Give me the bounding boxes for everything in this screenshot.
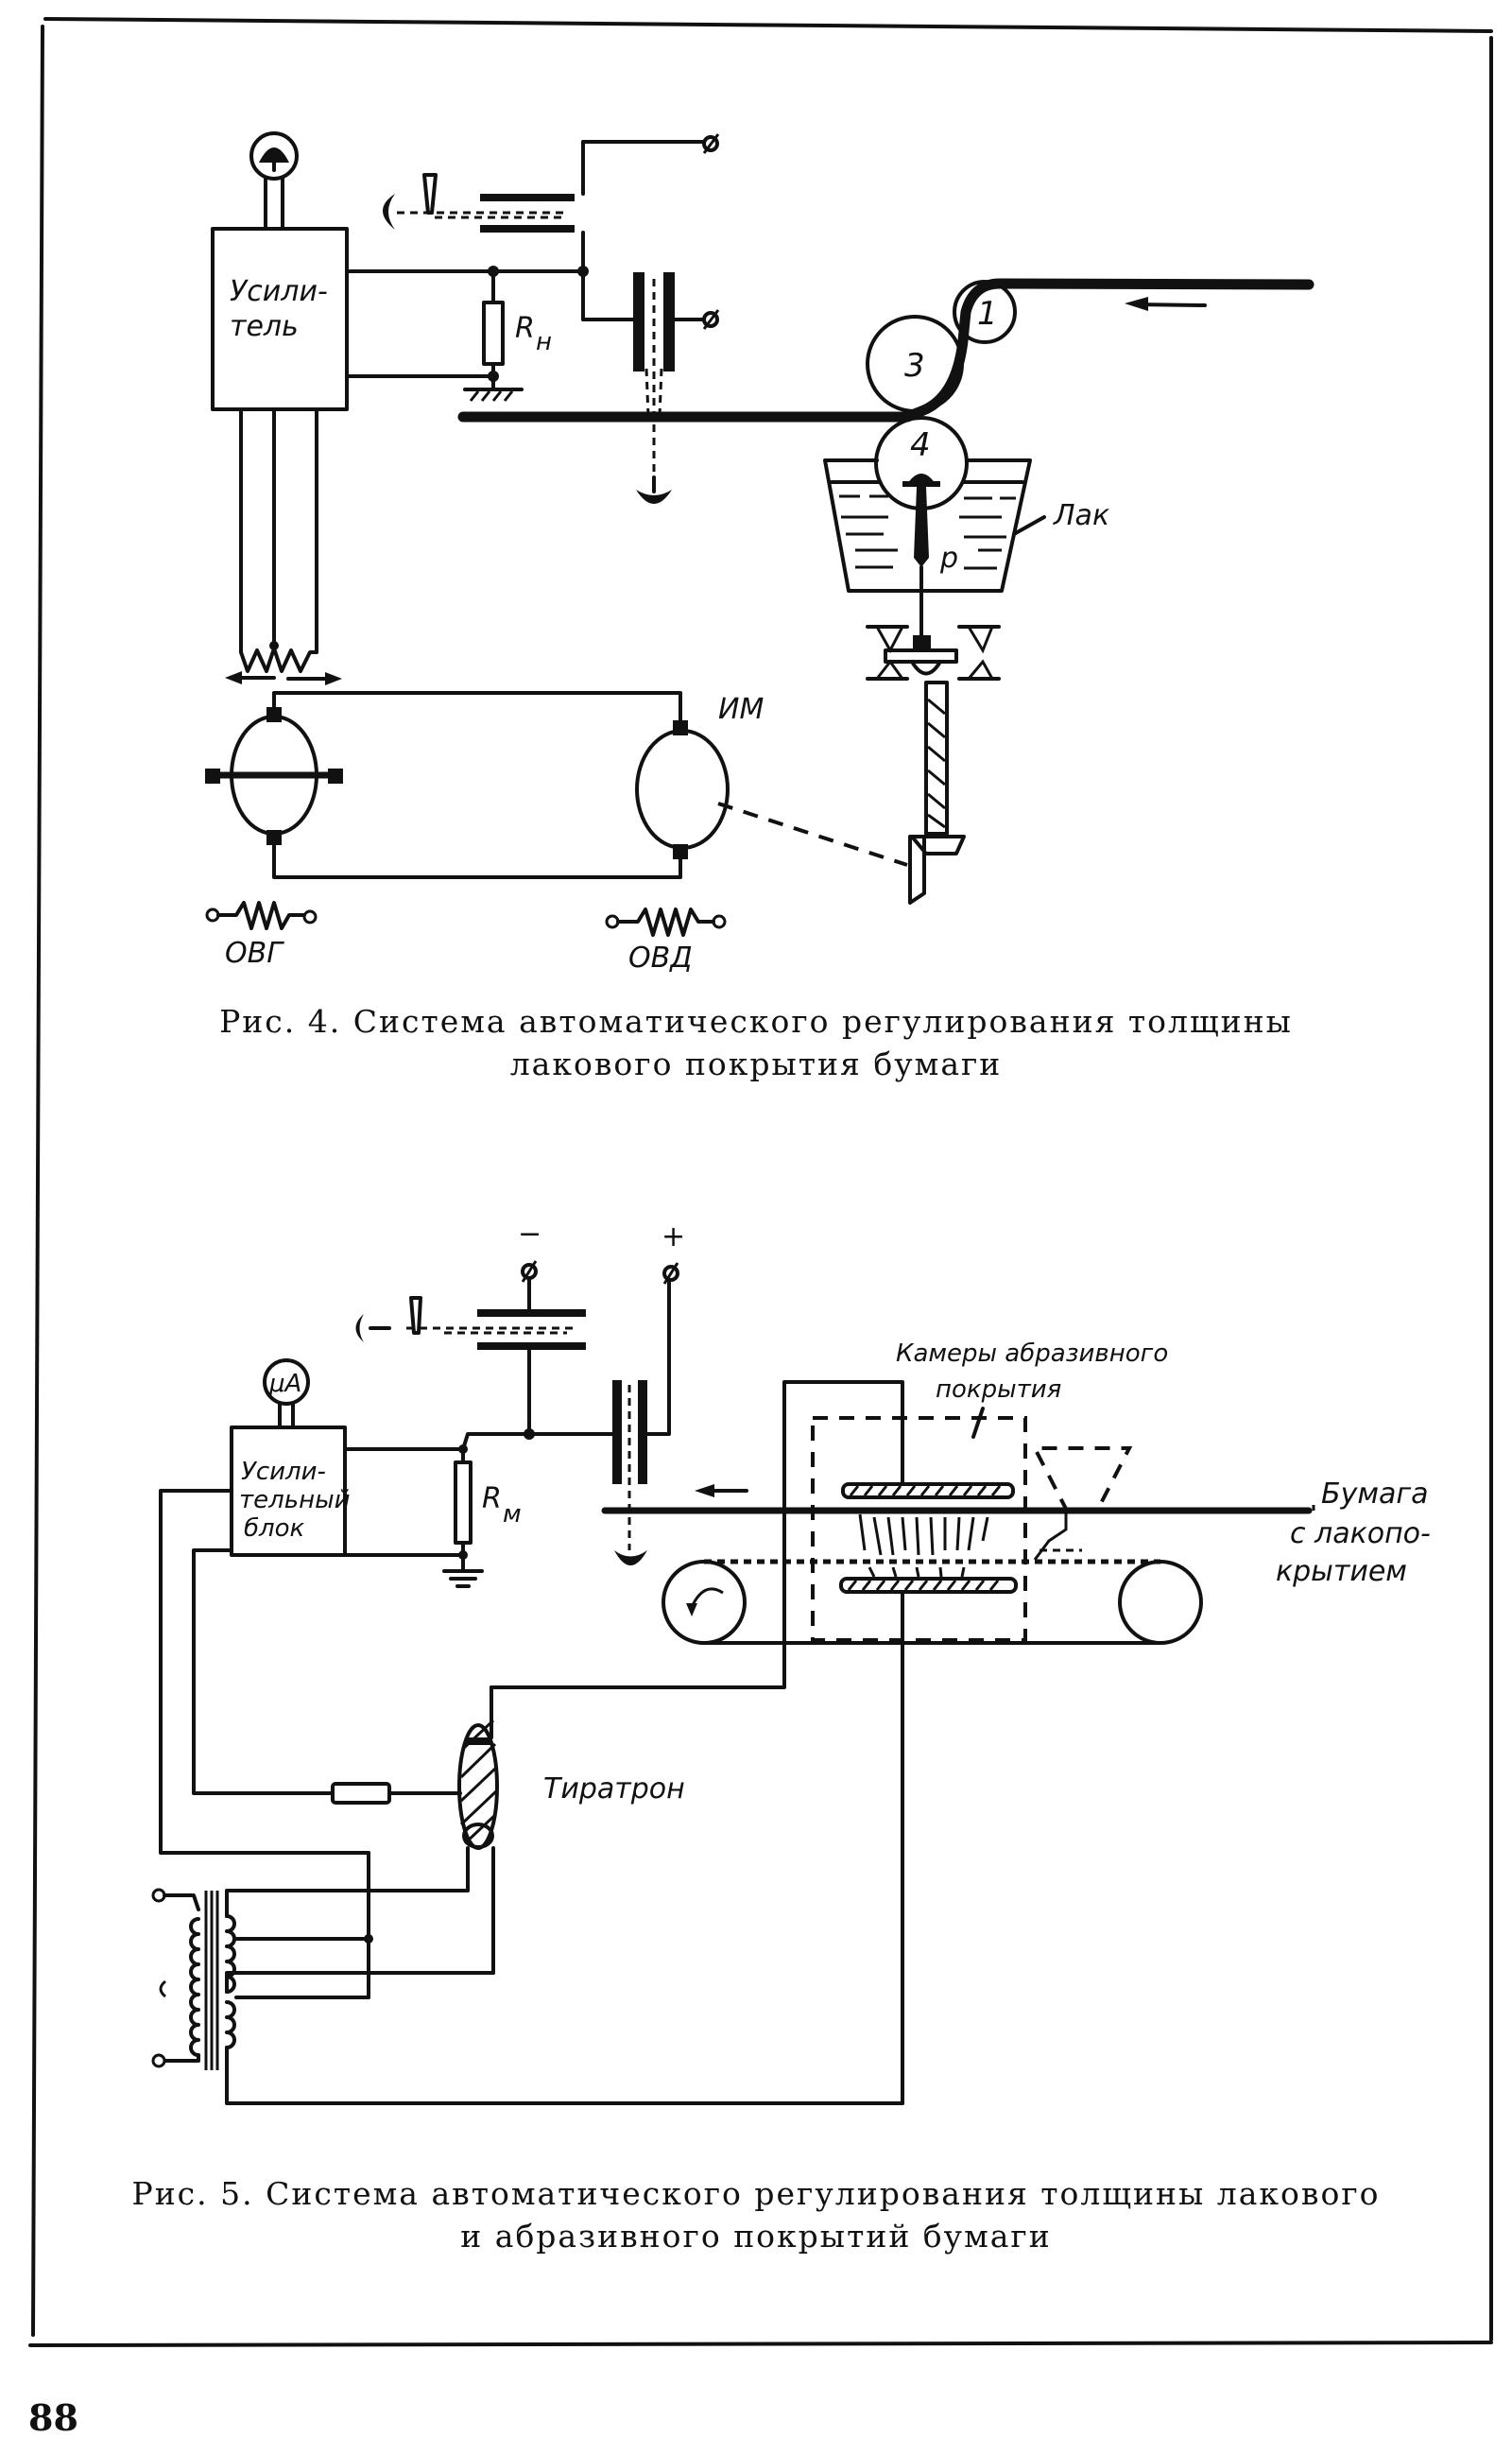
chamber-label-1: Камеры абразивного — [896, 1339, 1168, 1368]
screw-mechanism — [866, 625, 1001, 905]
electrode-lower — [839, 1577, 1018, 1594]
field-winding-ovd — [605, 907, 727, 937]
figure-5-caption-line-2: и абразивного покрытий бумаги — [460, 2218, 1052, 2255]
svg-text:μA: μA — [268, 1370, 301, 1398]
roller-3-label: 3 — [904, 347, 925, 385]
lacquer-label: Лак — [1053, 499, 1109, 532]
amplifier-label-1: Усили- — [230, 275, 328, 308]
lacquer-tank — [823, 458, 1032, 593]
figure-5-diagram: − + μA Усили- — [151, 1218, 1431, 2105]
potentiometer — [225, 407, 342, 685]
ionization-chamber-reference — [406, 1276, 586, 1436]
amplifier-label-3: блок — [244, 1514, 305, 1543]
terminal-icon — [702, 309, 720, 330]
amplifier-box — [211, 227, 349, 411]
wire — [782, 1380, 904, 1685]
page-frame — [28, 17, 1493, 2347]
thyratron-label: Тиратрон — [543, 1772, 685, 1806]
thyratron — [457, 1685, 499, 1975]
paper-web — [902, 278, 1314, 423]
figure-4-caption-line-2: лакового покрытия бумаги — [509, 1046, 1003, 1082]
shutter-icon — [422, 173, 438, 215]
microammeter-icon: μA — [263, 1358, 310, 1429]
coated-label-1: с лакопо- — [1290, 1517, 1431, 1550]
paper-label: Бумага — [1321, 1478, 1429, 1511]
figure-5-caption-line-1: Рис. 5. Система автоматического регулиро… — [131, 2175, 1381, 2212]
radiation-source-icon — [383, 194, 395, 230]
resistor-subscript: м — [503, 1500, 522, 1529]
coated-label-2: крытием — [1276, 1555, 1407, 1588]
meter-icon — [249, 131, 299, 231]
wire — [272, 691, 682, 722]
chamber-label-2: покрытия — [936, 1375, 1061, 1404]
plus-label: + — [662, 1220, 685, 1253]
abrasive-particles — [858, 1513, 989, 1578]
amplifier-label-2: тельный — [239, 1486, 351, 1514]
roller-1 — [953, 280, 1017, 344]
radiation-source-icon — [614, 1550, 647, 1565]
wire — [272, 843, 682, 879]
terminal-icon — [702, 133, 720, 154]
hopper — [1031, 1446, 1133, 1513]
pressure-label: р — [939, 542, 958, 575]
figure-4-caption-line-1: Рис. 4. Система автоматического регулиро… — [219, 1003, 1293, 1040]
ground-icon — [463, 388, 524, 402]
ground-icon — [442, 1569, 484, 1588]
wire — [192, 1548, 335, 1795]
roller-3 — [866, 315, 964, 413]
resistor-label: R — [482, 1482, 502, 1515]
transformer — [151, 1851, 904, 2105]
field-winding-ovg — [205, 901, 318, 930]
ac-symbol-icon — [159, 1979, 166, 1998]
figure-4-diagram: Усили- тель R н — [205, 131, 1314, 975]
amplifier-label-1: Усили- — [241, 1458, 326, 1486]
roller-4-label: 4 — [910, 426, 931, 464]
radiation-source-icon — [355, 1314, 364, 1342]
resistor-label: R — [515, 312, 535, 345]
wire — [461, 1432, 614, 1451]
ovg-label: ОВГ — [225, 937, 284, 970]
ionization-chamber-measuring — [581, 269, 706, 473]
shutter-icon — [409, 1296, 422, 1335]
resistor-rh — [482, 301, 505, 366]
radiation-source-icon — [636, 490, 672, 504]
conveyor-belt — [662, 1559, 1203, 1645]
direction-arrow-icon — [695, 1484, 748, 1497]
minus-label: − — [518, 1218, 541, 1251]
wire — [490, 1681, 786, 1727]
ionization-chamber-reference — [397, 140, 706, 273]
motor-label: ИМ — [718, 693, 764, 726]
ionization-chamber-measuring — [612, 1278, 671, 1550]
actuator-motor — [635, 720, 730, 859]
direction-arrow-icon — [1125, 297, 1207, 311]
resistor-rm — [454, 1460, 472, 1545]
resistor-subscript: н — [536, 328, 552, 356]
ovd-label: ОВД — [628, 942, 693, 975]
amplifier-label-2: тель — [230, 310, 299, 343]
abrasive-chamber — [811, 1416, 1027, 1642]
roller-1-label: 1 — [977, 295, 998, 333]
grid-resistor — [331, 1782, 391, 1805]
generator — [205, 707, 343, 845]
page-number: 88 — [28, 2396, 78, 2439]
electrode-upper — [841, 1482, 1015, 1499]
